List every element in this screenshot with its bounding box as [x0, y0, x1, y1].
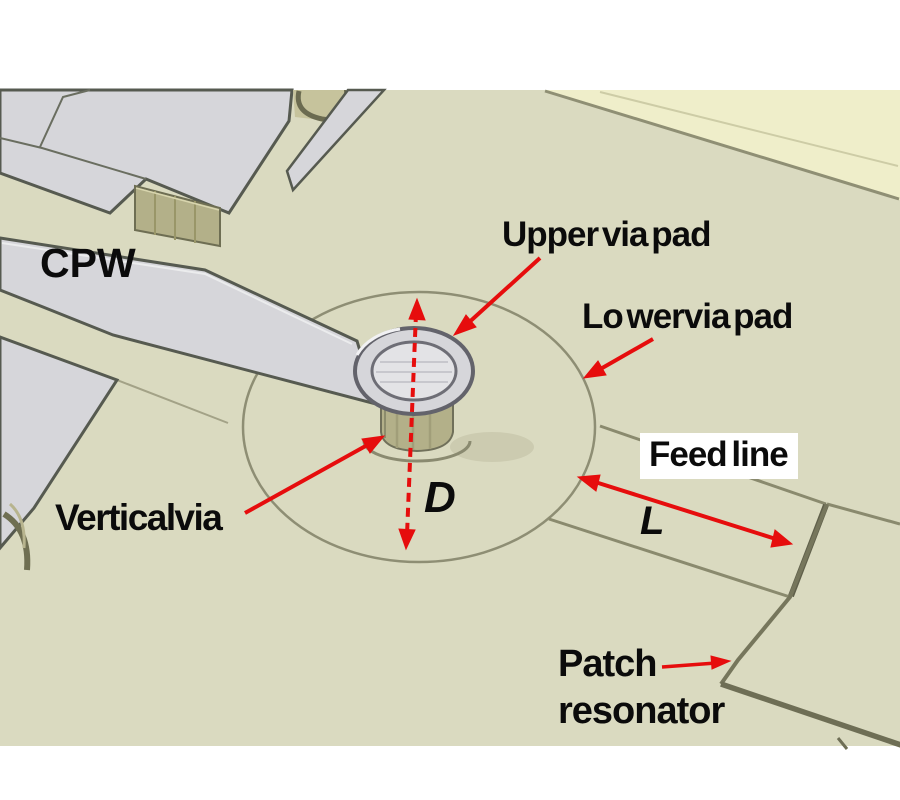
ground-plate-seam	[39, 89, 91, 148]
label-cpw: CPW	[40, 240, 136, 286]
annotation-arrows	[244, 256, 794, 670]
label-lower-via-pad: Lo wervia pad	[582, 297, 793, 336]
patch-resonator-arrow	[661, 661, 717, 669]
corner-wall-curve	[295, 90, 347, 125]
label-patch-resonator-line1: Patch	[558, 643, 657, 685]
lower-via-pad-arrowhead	[582, 360, 607, 379]
diameter-dimension-arrowhead-bottom	[398, 528, 416, 551]
label-patch-resonator-line2: resonator	[558, 690, 725, 732]
cpw-ground-lower	[0, 335, 120, 551]
substrate-edge-line	[544, 89, 900, 201]
upper-via-pad-arrow	[463, 256, 542, 328]
pad-highlight-arc	[355, 327, 401, 356]
label-patch-resonator: Patch resonator	[558, 641, 725, 735]
ground-shadow-line	[116, 379, 229, 424]
wall-top-highlight	[135, 187, 220, 211]
label-vertical-via: Vertical via	[55, 497, 223, 538]
patch-bottom-edge	[720, 681, 900, 748]
lower-corner-wall-highlight	[8, 502, 26, 549]
diameter-dimension-line	[405, 312, 418, 536]
cpw-ground-upper	[0, 88, 294, 215]
patch-left-edge	[719, 503, 829, 686]
slot-wall	[134, 184, 221, 248]
feed-line-bottom-edge	[548, 517, 791, 599]
lower-via-pad-arrow	[596, 337, 654, 373]
label-dimension-l: L	[640, 499, 665, 543]
label-feed-line: Feed line	[640, 433, 798, 479]
cpw-ground-sliver	[285, 88, 387, 193]
ground-plate-seam	[0, 137, 147, 180]
vertical-via-arrow	[244, 441, 372, 515]
cpw-center-strip	[0, 236, 379, 407]
strip-highlight	[1, 242, 353, 345]
length-dimension-arrowhead-left	[576, 474, 601, 492]
label-upper-via-pad: Upper via pad	[502, 215, 711, 254]
upper-via-pad-arrowhead	[452, 314, 477, 336]
length-dimension-arrowhead-right	[770, 529, 794, 548]
via-shadow	[450, 432, 534, 462]
vertical-via-arrowhead	[361, 435, 386, 454]
patch-top-edge	[826, 502, 900, 526]
diameter-dimension-arrowhead-top	[408, 297, 426, 321]
patch-corner-stub	[836, 737, 849, 750]
substrate-edge-faint-line	[599, 91, 899, 167]
length-dimension-line	[591, 479, 780, 542]
patch-resonator-arrowhead	[710, 655, 732, 670]
label-dimension-d: D	[424, 473, 456, 522]
